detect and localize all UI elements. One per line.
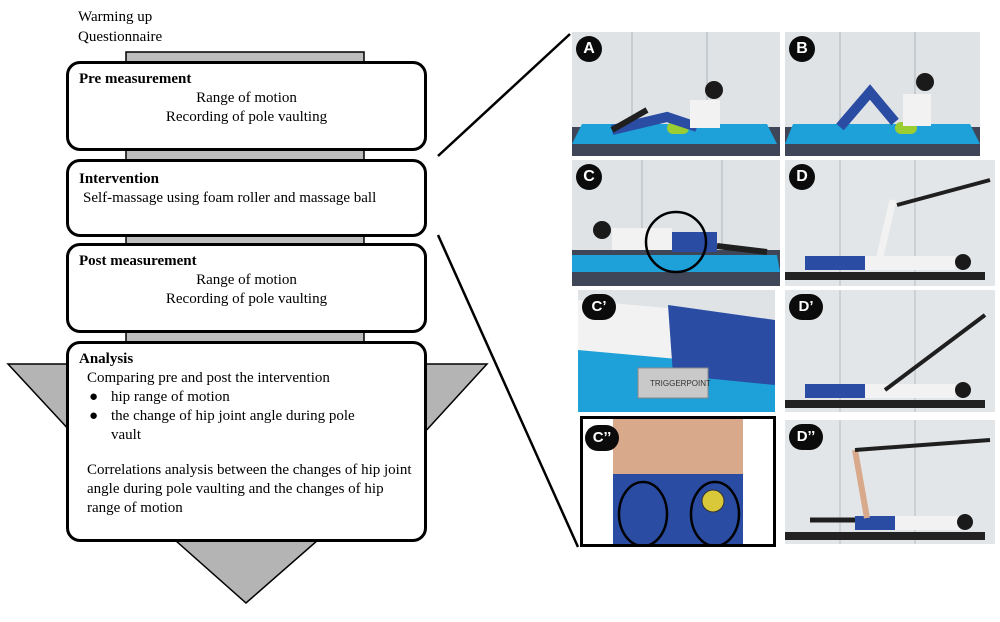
- warming-up-label: Warming up: [78, 9, 153, 25]
- pre-measurement-line1: Range of motion: [196, 90, 297, 106]
- photo-label-b: B: [789, 36, 815, 62]
- post-measurement-line1: Range of motion: [196, 272, 297, 288]
- photo-panel-d: D: [785, 160, 995, 286]
- photo-panel-c-double-prime: C’’: [580, 416, 776, 547]
- analysis-box: Analysis Comparing pre and post the inte…: [66, 341, 427, 542]
- photo-panel-a: A: [572, 32, 780, 156]
- analysis-bullet-1: ● hip range of motion: [79, 388, 414, 407]
- photo-label-d: D: [789, 164, 815, 190]
- photo-label-c-prime: C’: [582, 294, 616, 320]
- analysis-bullet-1-text: hip range of motion: [111, 389, 230, 405]
- photo-c-scene: [572, 160, 780, 286]
- intervention-box: Intervention Self-massage using foam rol…: [66, 159, 427, 237]
- photo-d-scene: [785, 160, 995, 286]
- photo-label-d-double-prime: D’’: [789, 424, 823, 450]
- analysis-bullet-2-text: the change of hip joint angle during pol…: [111, 408, 355, 443]
- intervention-title: Intervention: [79, 171, 159, 187]
- photo-label-d-prime: D’: [789, 294, 823, 320]
- pre-measurement-box: Pre measurement Range of motion Recordin…: [66, 61, 427, 151]
- analysis-title: Analysis: [79, 351, 134, 367]
- block-brand-text: TRIGGERPOINT: [650, 379, 711, 388]
- post-measurement-box: Post measurement Range of motion Recordi…: [66, 243, 427, 333]
- pre-measurement-line2: Recording of pole vaulting: [165, 109, 328, 125]
- photo-d-double-prime-scene: [785, 420, 995, 544]
- analysis-bullet-2: ● the change of hip joint angle during p…: [79, 407, 387, 445]
- intervention-line1: Self-massage using foam roller and massa…: [83, 190, 377, 206]
- bullet-dot: ●: [89, 408, 99, 424]
- photo-label-c-double-prime: C’’: [585, 425, 619, 451]
- post-measurement-line2: Recording of pole vaulting: [165, 291, 328, 307]
- photo-panel-c: C: [572, 160, 780, 286]
- photo-panel-d-prime: D’: [785, 290, 995, 412]
- photo-panel-b: B: [785, 32, 980, 156]
- analysis-intro: Comparing pre and post the intervention: [87, 370, 330, 386]
- analysis-correlation: Correlations analysis between the change…: [87, 462, 412, 516]
- photo-b-scene: [785, 32, 980, 156]
- bullet-dot: ●: [89, 389, 99, 405]
- post-measurement-title: Post measurement: [79, 253, 197, 269]
- questionnaire-label: Questionnaire: [78, 29, 163, 45]
- pre-measurement-title: Pre measurement: [79, 71, 192, 87]
- photo-a-scene: [572, 32, 780, 156]
- photo-panel-d-double-prime: D’’: [785, 420, 995, 544]
- photo-panel-c-prime: TRIGGERPOINT C’: [578, 290, 775, 412]
- photo-c-double-prime-scene: [613, 419, 743, 544]
- photo-label-c: C: [576, 164, 602, 190]
- photo-label-a: A: [576, 36, 602, 62]
